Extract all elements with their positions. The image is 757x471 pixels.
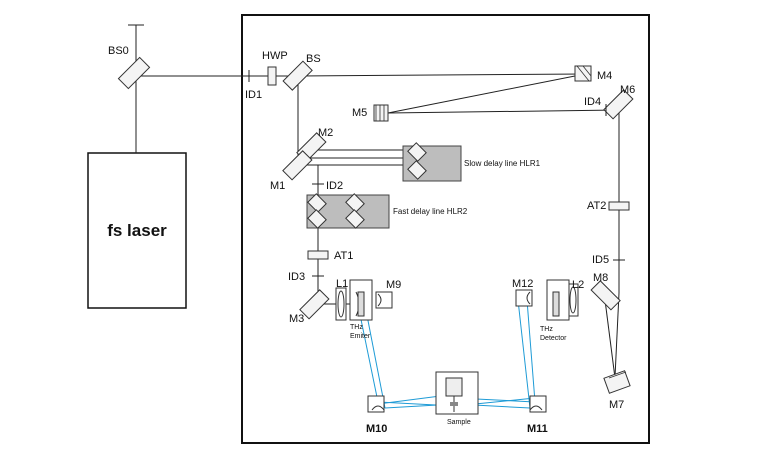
label-m10: M10 [366, 423, 387, 435]
fs-laser-box [87, 152, 187, 309]
parabolic-mirror-m12 [515, 289, 533, 307]
attenuator-at2 [608, 201, 630, 211]
half-wave-plate [267, 66, 277, 86]
mirror-bs [282, 60, 313, 91]
label-m9: M9 [386, 279, 401, 291]
label-bs: BS [306, 53, 321, 65]
mirror-m3 [299, 289, 330, 320]
thz-detector [546, 279, 570, 321]
parabolic-mirror-m9 [375, 291, 393, 309]
thz-emitter [349, 279, 373, 321]
label-emitter-line2: Emiter [350, 333, 371, 340]
mirror-m6 [603, 89, 634, 120]
label-l2: L2 [572, 279, 584, 291]
label-m8: M8 [593, 272, 608, 284]
label-at1: AT1 [334, 250, 353, 262]
fs-laser-label: fs laser [107, 221, 167, 240]
delay-line-mirrors [307, 142, 427, 229]
label-m3: M3 [289, 313, 304, 325]
label-m5: M5 [352, 107, 367, 119]
mirror-m4 [574, 65, 592, 82]
label-id2: ID2 [326, 180, 343, 192]
label-id3: ID3 [288, 271, 305, 283]
label-bs0: BS0 [108, 45, 129, 57]
mirror-m5 [373, 104, 389, 122]
mirror-bs0 [117, 56, 151, 90]
label-sample: Sample [447, 419, 471, 426]
label-at2: AT2 [587, 200, 606, 212]
label-hwp: HWP [262, 50, 288, 62]
attenuator-at1 [307, 250, 329, 260]
label-id5: ID5 [592, 254, 609, 266]
label-m11: M11 [527, 423, 548, 435]
mirror-m1 [282, 150, 313, 181]
label-fast-delay: Fast delay line HLR2 [393, 207, 468, 216]
label-m1: M1 [270, 180, 285, 192]
enclosure-frame [241, 14, 650, 444]
label-id4: ID4 [584, 96, 601, 108]
label-detector-line1: THz [540, 326, 553, 333]
label-m7: M7 [609, 399, 624, 411]
lens-l1 [335, 287, 347, 321]
label-l1: L1 [336, 278, 348, 290]
mirror-m7 [603, 370, 631, 394]
label-m12: M12 [512, 278, 533, 290]
mirror-m8 [590, 280, 621, 311]
label-emitter-line1: THz [350, 324, 363, 331]
label-detector-line2: Detector [540, 335, 567, 342]
parabolic-mirror-m10 [367, 395, 385, 413]
label-m2: M2 [318, 127, 333, 139]
label-m4: M4 [597, 70, 612, 82]
label-slow-delay: Slow delay line HLR1 [464, 159, 541, 168]
sample-holder [435, 371, 479, 415]
label-id1: ID1 [245, 89, 262, 101]
parabolic-mirror-m11 [529, 395, 547, 413]
label-m6: M6 [620, 84, 635, 96]
